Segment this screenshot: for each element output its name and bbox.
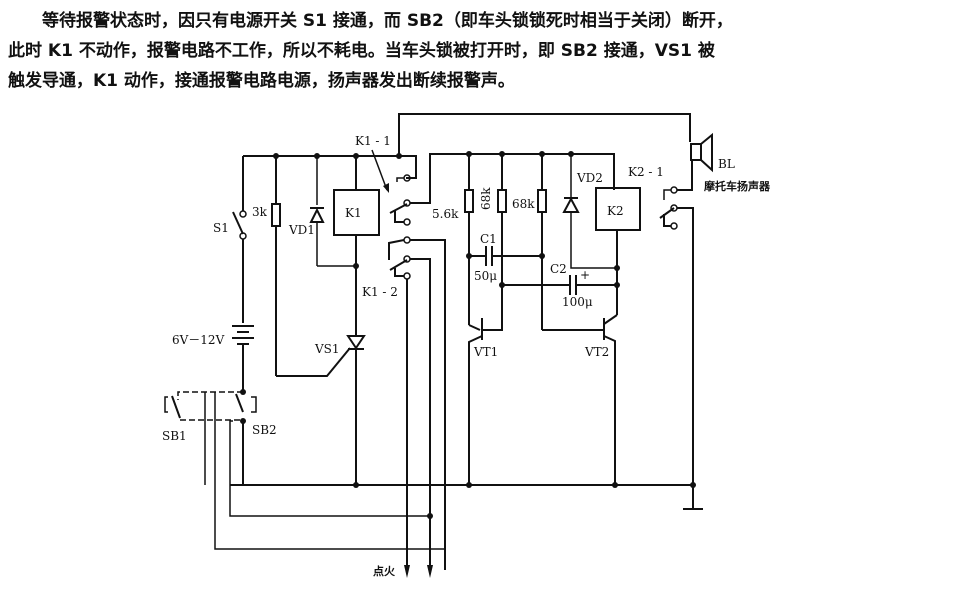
label-r-68k-b: 68k — [512, 197, 535, 211]
label-bl: BL — [718, 157, 735, 171]
label-vd1: VD1 — [288, 223, 315, 237]
relay-contact-k1-2: K1 - 2 — [362, 236, 446, 570]
switch-icon — [239, 210, 247, 218]
label-vs1: VS1 — [314, 342, 340, 356]
diode-icon — [562, 196, 580, 213]
arrow-down-icon — [427, 565, 433, 578]
resistor-icon — [497, 189, 507, 213]
label-vd2: VD2 — [576, 171, 603, 185]
description-line-3: 触发导通，K1 动作，接通报警电路电源，扬声器发出断续报警声。 — [8, 71, 515, 91]
label-battery: 6V－12V — [172, 333, 225, 347]
label-k2-1: K2 - 1 — [628, 165, 664, 179]
arrow-down-icon — [404, 565, 410, 578]
ground-rail — [230, 482, 703, 519]
resistor-5-6k — [464, 154, 474, 325]
battery: 6V－12V — [172, 325, 254, 392]
diode-icon — [309, 207, 325, 223]
resistor-icon — [537, 189, 547, 213]
label-c2-value: 100μ — [562, 295, 593, 309]
resistor-68k-a: 68k — [479, 154, 507, 285]
speaker-bl: BL 摩托车扬声器 — [690, 132, 771, 193]
transistor-vt1: VT1 — [468, 285, 503, 485]
label-sb1: SB1 — [162, 429, 187, 443]
label-k2: K2 — [607, 204, 624, 218]
c2-plus-sign: + — [580, 268, 590, 282]
relay-contact-k2-1 — [659, 160, 694, 485]
label-k1-1: K1 - 1 — [355, 134, 391, 148]
label-c1: C1 — [480, 232, 497, 246]
description-line-2: 此时 K1 不动作，报警电路不工作，所以不耗电。当车头锁被打开时，即 SB2 接… — [8, 41, 715, 61]
relay-k1: K1 — [333, 156, 380, 336]
label-r-5-6k-num: 5.6k — [432, 207, 459, 221]
relay-contact-k1-1: K1 - 1 5.6k — [355, 134, 459, 226]
thyristor-icon — [346, 335, 366, 350]
label-c2: C2 — [550, 262, 567, 276]
capacitor-c2: + C2 100μ — [499, 262, 620, 309]
label-r-3k: 3k — [252, 205, 268, 219]
speaker-icon — [690, 143, 702, 161]
resistor-icon — [464, 189, 474, 213]
description-paragraph: 等待报警状态时，因只有电源开关 S1 接通，而 SB2（即车头锁锁死时相当于关闭… — [8, 6, 948, 96]
label-k1-2: K1 - 2 — [362, 285, 398, 299]
label-vt2: VT2 — [584, 345, 609, 359]
relay-k2: K2 K2 - 1 — [595, 165, 664, 315]
label-sb2: SB2 — [252, 423, 277, 437]
diode-vd2: VD2 — [562, 154, 620, 271]
relay-contact-icon — [670, 186, 678, 194]
resistor-3k: 3k — [252, 156, 351, 377]
label-vt1: VT1 — [473, 345, 498, 359]
capacitor-c1: C1 50μ — [466, 232, 545, 283]
label-s1: S1 — [213, 221, 229, 235]
ignition-outputs: 点火 — [373, 564, 433, 578]
label-r-68k-a: 68k — [479, 187, 493, 210]
transistor-vt2: VT2 — [584, 314, 618, 485]
diode-vd1: VD1 — [288, 156, 356, 267]
label-c1-value: 50μ — [474, 269, 497, 283]
label-ignition: 点火 — [373, 564, 396, 578]
label-k1: K1 — [345, 206, 362, 220]
thyristor-vs1: VS1 — [314, 335, 366, 485]
resistor-68k-b: 68k — [512, 154, 600, 331]
switch-sb1-sb2: SB1 SB2 — [162, 389, 446, 550]
resistor-icon — [271, 203, 281, 227]
description-line-1: 等待报警状态时，因只有电源开关 S1 接通，而 SB2（即车头锁锁死时相当于关闭… — [42, 11, 733, 31]
switch-s1: S1 — [213, 156, 247, 323]
label-speaker-desc: 摩托车扬声器 — [704, 179, 771, 193]
